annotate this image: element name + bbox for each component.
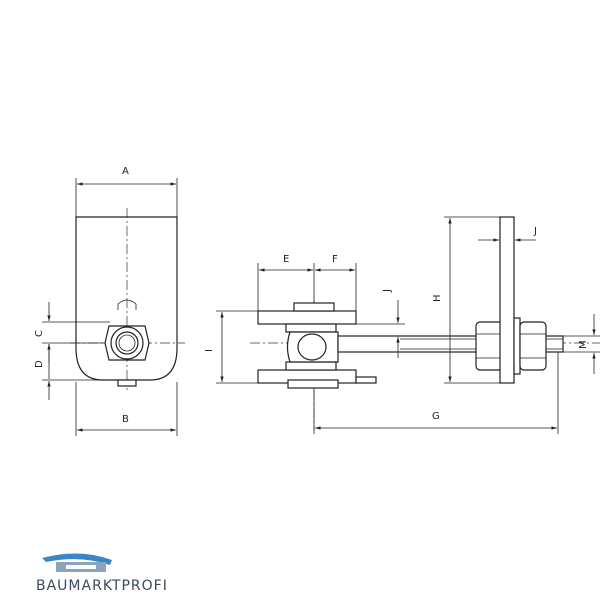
logo-text: BAUMARKTPROFI <box>36 578 168 594</box>
dim-d: D <box>34 344 103 400</box>
dim-b: B <box>75 382 178 436</box>
dim-a: A <box>75 166 178 217</box>
dim-j-vertical: J <box>338 289 405 358</box>
dim-m-label: M <box>578 340 589 349</box>
dim-h-label: H <box>432 294 443 302</box>
rod-eye <box>286 331 339 363</box>
dim-g-label: G <box>432 411 440 422</box>
upper-bracket-plate <box>257 310 357 325</box>
logo <box>42 553 112 572</box>
outer-nut <box>519 321 547 371</box>
dim-c: C <box>34 302 110 363</box>
dim-h: H <box>432 216 500 384</box>
upper-spacer <box>285 323 337 333</box>
dim-f-label: F <box>332 254 338 265</box>
lower-bracket-tab <box>355 376 377 384</box>
dim-g: G <box>313 352 559 434</box>
dim-i-label: I <box>204 349 215 352</box>
dim-j-horizontal-label: J <box>533 226 537 237</box>
dim-j-vertical-label: J <box>382 289 393 293</box>
rod-eye-ball <box>297 333 327 361</box>
logo-swoosh-icon <box>42 553 112 565</box>
dim-e: E <box>257 254 315 311</box>
front-slot <box>117 299 137 310</box>
dim-m: M <box>563 314 600 374</box>
upper-bracket-cap <box>293 302 335 312</box>
dim-f: F <box>315 254 357 311</box>
dim-d-label: D <box>34 360 45 368</box>
lower-bracket-washer <box>287 379 339 389</box>
front-bottom-tab <box>117 379 137 387</box>
dim-b-label: B <box>122 414 129 425</box>
outer-washer <box>513 317 521 375</box>
lower-spacer <box>285 361 337 371</box>
dim-c-label: C <box>34 330 45 337</box>
front-plate-outline <box>75 216 178 381</box>
dim-i: I <box>204 310 258 384</box>
dim-e-label: E <box>283 254 289 265</box>
front-washer <box>110 326 144 360</box>
inner-nut <box>475 321 503 371</box>
dim-j-horizontal: J <box>478 226 537 242</box>
front-bolt-outer <box>115 331 139 355</box>
front-bolt-inner <box>118 334 136 352</box>
wall-plate <box>499 216 515 384</box>
front-view <box>70 208 185 390</box>
dim-a-label: A <box>122 166 129 177</box>
side-view <box>250 216 600 430</box>
